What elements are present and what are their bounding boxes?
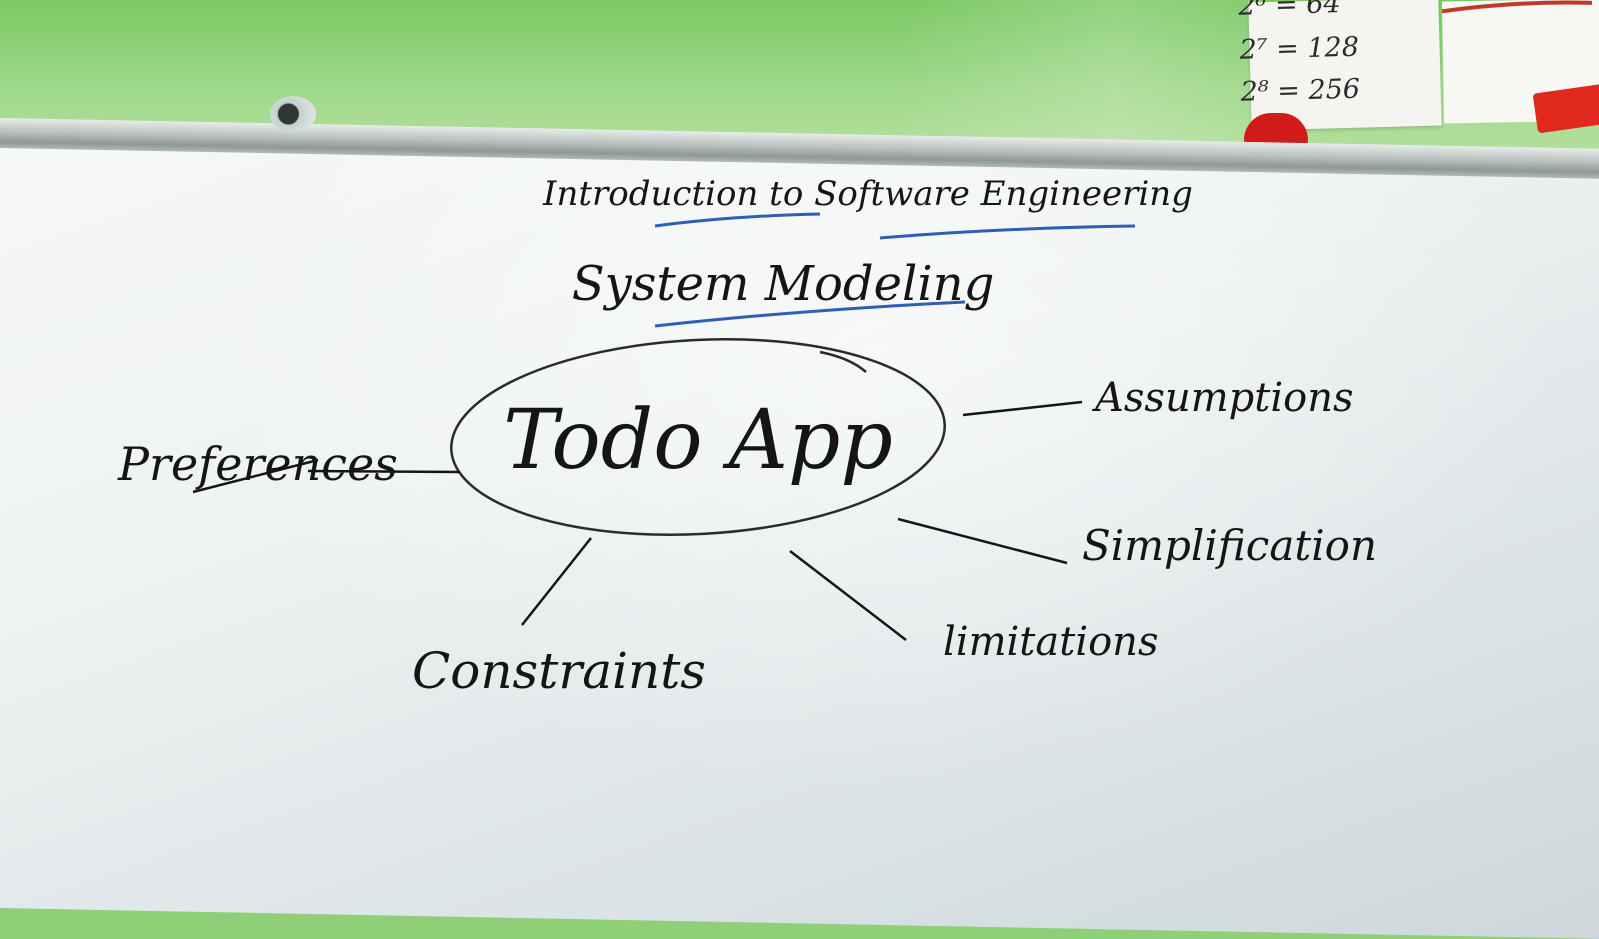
subheading-underline bbox=[654, 300, 966, 328]
wall-shadow bbox=[900, 0, 1260, 150]
board-heading: Introduction to Software Engineering bbox=[542, 174, 1193, 214]
branch-preferences: Preferences bbox=[117, 437, 398, 491]
center-ellipse bbox=[450, 338, 946, 536]
center-node-label: Todo App bbox=[503, 393, 893, 488]
connector-simplification bbox=[897, 517, 1068, 565]
connector-preferences bbox=[307, 469, 461, 474]
branch-simplification: Simplification bbox=[1082, 521, 1377, 570]
magnet-icon bbox=[270, 96, 316, 132]
whiteboard-ink: Introduction to Software Engineering Sys… bbox=[117, 174, 1377, 700]
connector-limitations bbox=[789, 550, 907, 641]
ellipse-overlap-stroke bbox=[819, 350, 867, 373]
connector-constraints bbox=[521, 537, 592, 626]
branch-limitations: limitations bbox=[943, 619, 1158, 665]
heading-underline-right bbox=[879, 224, 1136, 240]
heading-underline-left bbox=[654, 212, 821, 228]
branch-constraints: Constraints bbox=[412, 642, 706, 700]
preferences-underline bbox=[192, 458, 319, 494]
connector-assumptions bbox=[962, 400, 1083, 417]
branch-assumptions: Assumptions bbox=[1091, 375, 1353, 421]
